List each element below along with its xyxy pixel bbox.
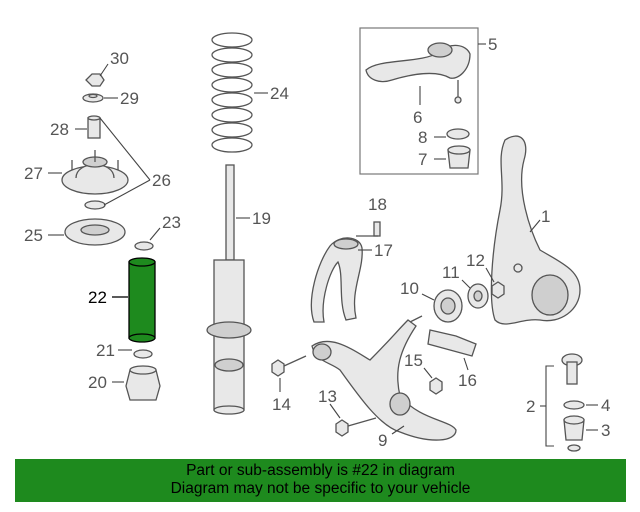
part-17-fork[interactable] <box>310 237 363 323</box>
part-18-bolt[interactable] <box>356 221 381 237</box>
info-banner: Part or sub-assembly is #22 in diagram D… <box>15 459 626 502</box>
part-20-bump-stop[interactable] <box>125 365 161 401</box>
callout-6: 6 <box>413 108 422 127</box>
part-24-coil-spring[interactable] <box>211 32 253 153</box>
callout-line-16 <box>463 357 469 371</box>
callout-14: 14 <box>272 395 291 414</box>
callout-line-1 <box>529 219 541 233</box>
part-16-bracket[interactable] <box>427 329 477 357</box>
callout-10: 10 <box>400 279 419 298</box>
callout-25: 25 <box>24 226 43 245</box>
callout-9: 9 <box>378 431 387 450</box>
part-15-nut[interactable] <box>429 377 443 395</box>
callout-line-13 <box>329 403 341 419</box>
part-19-strut[interactable] <box>206 164 252 415</box>
part-21-washer[interactable] <box>133 349 153 359</box>
part-27-strut-mount[interactable] <box>61 150 129 195</box>
callout-1: 1 <box>541 207 550 226</box>
part-12-nut[interactable] <box>491 281 505 299</box>
parts-diagram: 30 29 28 27 26 25 23 <box>24 27 610 452</box>
callout-line-10 <box>421 293 435 301</box>
part-23-washer[interactable] <box>134 241 154 251</box>
part-4-ring[interactable] <box>563 400 585 410</box>
part-9-lower-control-arm[interactable] <box>311 315 457 441</box>
callout-2: 2 <box>526 397 535 416</box>
part-10-bushing[interactable] <box>433 289 463 323</box>
part-ball-joint[interactable] <box>561 353 583 385</box>
callout-26: 26 <box>152 171 171 190</box>
callout-line-23 <box>149 227 161 241</box>
part-8-washer[interactable] <box>446 128 470 140</box>
callout-line-15 <box>423 367 433 379</box>
callout-30: 30 <box>110 49 129 68</box>
banner-line-2: Diagram may not be specific to your vehi… <box>170 480 471 497</box>
part-29-washer[interactable] <box>82 93 104 103</box>
callout-line-26a <box>99 117 151 181</box>
upper-arm-group-box <box>359 27 479 175</box>
callout-21: 21 <box>96 341 115 360</box>
part-7-bushing[interactable] <box>447 145 471 169</box>
callout-16: 16 <box>458 371 477 390</box>
callout-bracket-2 <box>545 365 554 447</box>
callout-line-11 <box>461 279 471 289</box>
callout-3: 3 <box>601 421 610 440</box>
banner-line-1: Part or sub-assembly is #22 in diagram <box>186 462 455 479</box>
callout-13: 13 <box>318 387 337 406</box>
callout-24: 24 <box>270 84 289 103</box>
callout-5: 5 <box>488 35 497 54</box>
callout-12: 12 <box>466 251 485 270</box>
part-13-bolt[interactable] <box>335 417 377 437</box>
part-25-spring-seat[interactable] <box>64 218 126 246</box>
callout-8: 8 <box>418 128 427 147</box>
callout-7: 7 <box>418 150 427 169</box>
part-clip[interactable] <box>567 444 581 452</box>
callout-29: 29 <box>120 89 139 108</box>
part-28-bushing[interactable] <box>87 115 101 139</box>
callout-4: 4 <box>601 396 610 415</box>
callout-22: 22 <box>88 288 107 307</box>
callout-18: 18 <box>368 195 387 214</box>
part-26-washer[interactable] <box>84 200 106 210</box>
callout-17: 17 <box>374 241 393 260</box>
part-3-boot[interactable] <box>563 415 585 441</box>
callout-27: 27 <box>24 164 43 183</box>
part-22-dust-boot[interactable] <box>128 257 156 343</box>
part-30-nut[interactable] <box>85 73 105 87</box>
callout-line-9 <box>391 425 405 435</box>
callout-11: 11 <box>442 263 460 282</box>
callout-23: 23 <box>162 213 181 232</box>
callout-line-12 <box>485 267 495 283</box>
callout-line-26b <box>103 179 151 206</box>
part-6-upper-control-arm[interactable] <box>365 42 471 104</box>
callout-15: 15 <box>404 351 423 370</box>
callout-19: 19 <box>252 209 271 228</box>
part-1-knuckle[interactable] <box>490 135 581 325</box>
part-14-bolt[interactable] <box>271 355 307 377</box>
callout-20: 20 <box>88 373 107 392</box>
part-11-bushing[interactable] <box>467 283 489 309</box>
callout-line-30 <box>99 63 109 77</box>
callout-28: 28 <box>50 120 69 139</box>
